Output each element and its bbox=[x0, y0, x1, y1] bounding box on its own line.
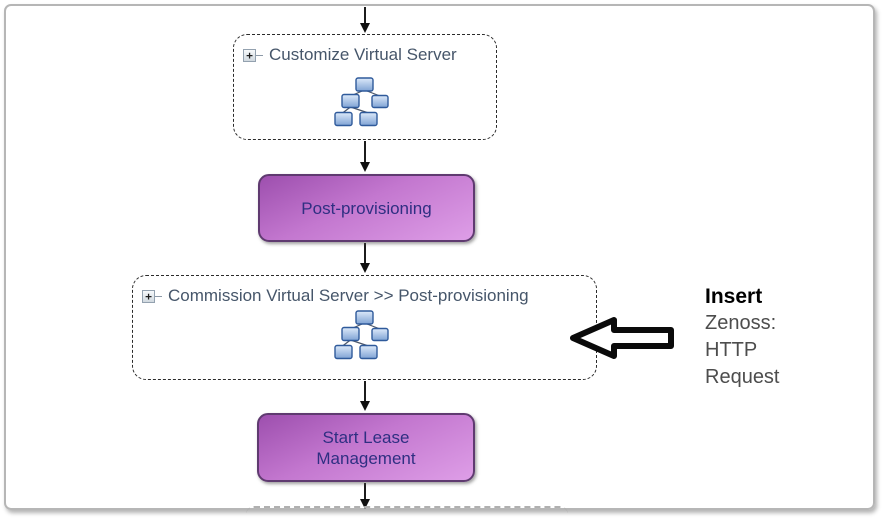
node-post-provisioning[interactable]: Post-provisioning bbox=[258, 174, 475, 242]
node-header: + Commission Virtual Server >> Post-prov… bbox=[133, 276, 596, 306]
plus-glyph: + bbox=[246, 48, 253, 62]
annotation-title: Insert bbox=[705, 285, 763, 308]
annotation-line: HTTP bbox=[705, 339, 758, 361]
node-header: + Customize Virtual Server bbox=[234, 35, 496, 65]
annotation-line: Zenoss: bbox=[705, 312, 777, 334]
node-label: Post-provisioning bbox=[301, 198, 432, 218]
node-commission-virtual-server[interactable]: + Commission Virtual Server >> Post-prov… bbox=[132, 275, 597, 380]
expand-toggle-icon[interactable]: + bbox=[142, 289, 155, 303]
node-customize-virtual-server[interactable]: + Customize Virtual Server bbox=[233, 34, 497, 140]
subprocess-tree-icon bbox=[333, 310, 396, 365]
node-label: Customize Virtual Server bbox=[269, 45, 457, 64]
cutoff-dashed-node-edge bbox=[246, 506, 568, 514]
node-label: Start Lease Management bbox=[316, 427, 416, 468]
node-label: Commission Virtual Server >> Post-provis… bbox=[168, 286, 529, 305]
expand-toggle-icon[interactable]: + bbox=[243, 48, 256, 62]
expander-connector-line bbox=[155, 295, 162, 297]
subprocess-tree-icon bbox=[334, 77, 396, 132]
diagram-canvas-frame bbox=[4, 4, 875, 510]
annotation-insert-zenoss: Insert Zenoss: HTTP Request bbox=[705, 283, 845, 391]
annotation-line: Request bbox=[705, 366, 780, 388]
plus-glyph: + bbox=[145, 289, 152, 303]
block-arrow-left-icon bbox=[570, 317, 675, 364]
node-start-lease-management[interactable]: Start Lease Management bbox=[257, 413, 475, 482]
expander-connector-line bbox=[256, 54, 263, 56]
